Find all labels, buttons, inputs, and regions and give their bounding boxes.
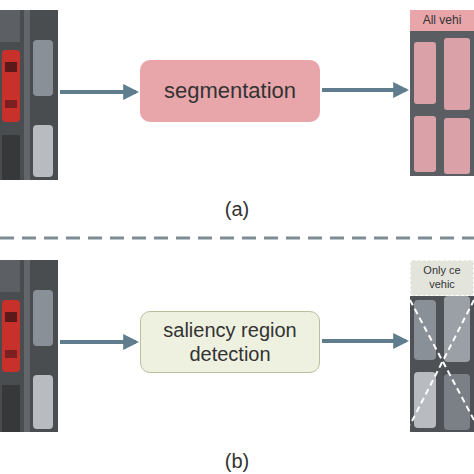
windshield [5,62,17,72]
ground [0,260,58,432]
car [33,375,53,429]
car [33,40,53,96]
image-label: All vehi [410,10,474,31]
red-car [2,300,20,372]
process-box: segmentation [140,60,320,122]
input-arrow [60,90,136,94]
aerial-image [0,10,58,180]
windshield [5,312,17,322]
segmented-image [410,10,474,176]
car [0,260,20,292]
rear-window [5,350,17,358]
separator-line [0,237,474,240]
car-mask [414,42,436,104]
panel-caption: (b) [187,450,287,473]
process-box: saliency region detection [140,311,320,373]
car [444,374,470,430]
box-label: segmentation [164,78,296,104]
saliency-image [410,260,474,432]
panel-caption: (a) [187,198,287,221]
output-image: All vehi [410,10,474,176]
ground [410,260,474,432]
flow-arrow [322,339,406,343]
car [33,290,53,346]
box-label: saliency region detection [149,318,311,366]
ground [410,10,474,176]
car-mask [444,38,470,110]
red-car [2,50,20,122]
flow-arrow [322,88,406,92]
ground [0,10,58,180]
region-line [410,300,474,425]
image-label: Only ce vehic [410,260,474,296]
lane [24,10,30,180]
aerial-image [0,260,58,432]
car [33,125,53,177]
lane [24,260,30,432]
rear-window [5,100,17,108]
input-arrow [60,340,136,344]
car [2,135,20,180]
car [2,385,20,432]
car [0,10,20,42]
car [444,296,470,362]
car-mask [444,118,470,174]
car-mask [414,116,436,172]
output-image: Only ce vehic [410,260,474,432]
